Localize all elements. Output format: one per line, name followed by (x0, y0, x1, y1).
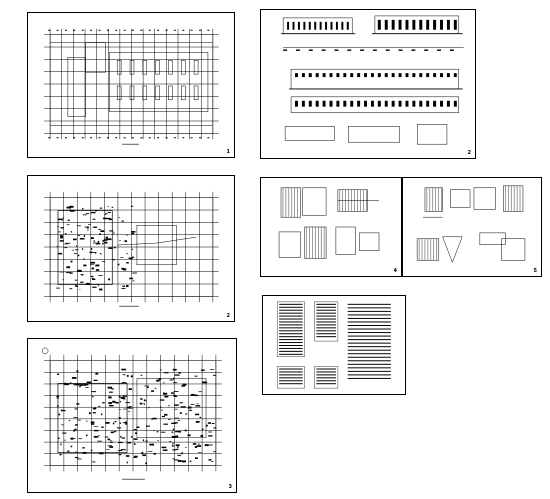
sheet-4-drawing (278, 187, 380, 259)
sheet-number: 2 (226, 313, 230, 319)
drawing-sheet-5[interactable]: 5 (402, 177, 542, 277)
sheet-7-drawing (276, 301, 391, 389)
drawing-sheet-3[interactable]: 2 (27, 175, 235, 322)
sheet-number: 2 (467, 150, 471, 156)
sheet-number: 5 (533, 268, 537, 274)
drawing-sheet-6[interactable]: 3 (27, 338, 237, 493)
sheet-1-drawing (44, 28, 219, 145)
sheet-number: 3 (228, 484, 232, 490)
drawing-sheet-1[interactable]: 1 (27, 12, 235, 158)
drawing-sheet-7[interactable] (262, 295, 406, 395)
sheet-3-drawing (44, 191, 219, 307)
sheet-2-drawing (281, 15, 464, 145)
sheet-5-drawing (416, 185, 526, 263)
sheet-6-drawing (41, 347, 222, 480)
sheet-number: 1 (226, 149, 230, 155)
drawing-sheet-2[interactable]: 2 (260, 9, 476, 159)
sheet-number: 4 (393, 268, 397, 274)
drawing-sheet-4[interactable]: 4 (260, 177, 402, 277)
